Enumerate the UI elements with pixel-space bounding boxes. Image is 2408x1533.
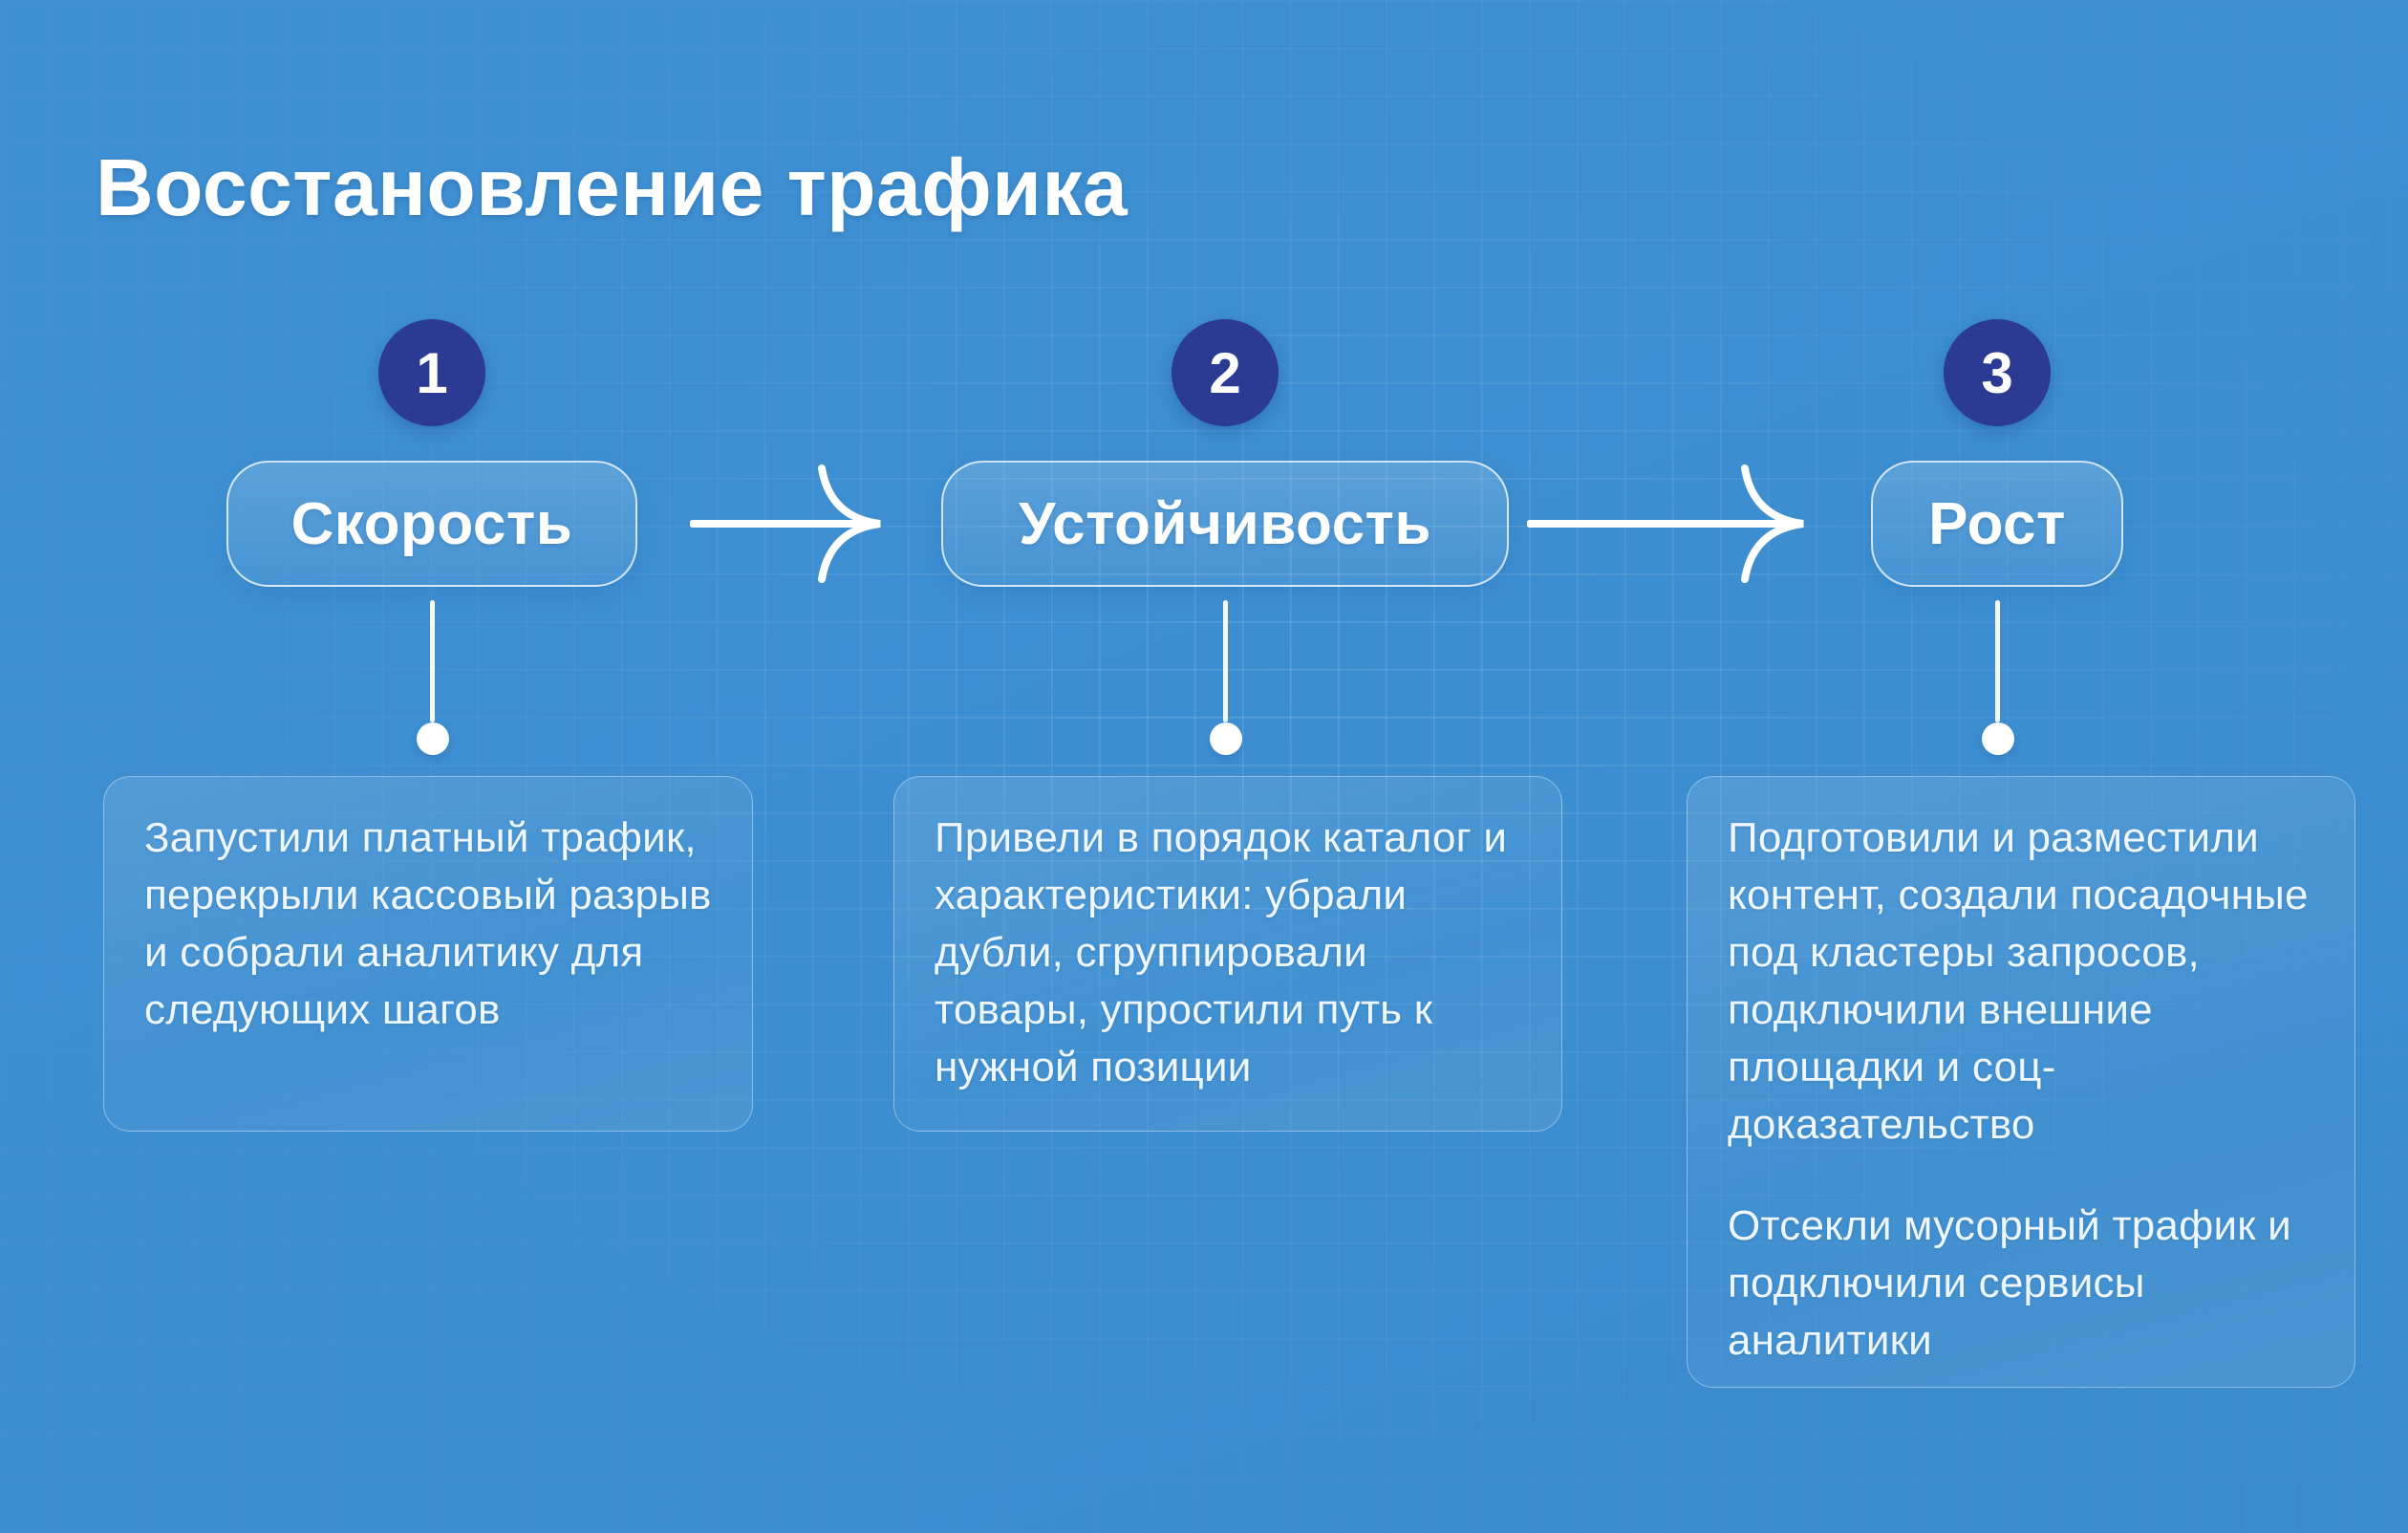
description-card-speed: Запустили платный трафик, перекрыли касс…	[103, 776, 753, 1132]
page-title: Восстановление трафика	[96, 142, 1129, 232]
step-2-number: 2	[1209, 340, 1241, 405]
step-1-number: 1	[416, 340, 448, 405]
connector-line	[430, 600, 435, 723]
description-card-growth-text-1: Подготовили и разместили контент, создал…	[1728, 814, 2309, 1148]
connector-dot	[417, 723, 449, 755]
connector-line	[1995, 600, 2000, 723]
description-card-growth: Подготовили и разместили контент, создал…	[1687, 776, 2355, 1388]
connector-dot	[1210, 723, 1242, 755]
step-2-number-badge: 2	[1172, 319, 1279, 426]
step-1-number-badge: 1	[378, 319, 485, 426]
stage-pill-growth-label: Рост	[1928, 490, 2066, 557]
stage-pill-growth: Рост	[1871, 461, 2123, 587]
connector-line	[1223, 600, 1228, 723]
stage-pill-stability: Устойчивость	[941, 461, 1509, 587]
description-card-stability: Привели в порядок каталог и характеристи…	[893, 776, 1562, 1132]
flow-arrow-icon	[690, 464, 881, 583]
step-3-number: 3	[1981, 340, 2013, 405]
stage-pill-speed: Скорость	[226, 461, 637, 587]
description-card-growth-text-2: Отсекли мусорный трафик и подключили сер…	[1728, 1202, 2291, 1364]
step-3-number-badge: 3	[1944, 319, 2051, 426]
description-card-stability-text: Привели в порядок каталог и характеристи…	[935, 814, 1508, 1090]
description-card-speed-text: Запустили платный трафик, перекрыли касс…	[144, 814, 712, 1033]
flow-arrow-icon	[1527, 464, 1804, 583]
connector-dot	[1982, 723, 2014, 755]
stage-pill-stability-label: Устойчивость	[1018, 490, 1432, 557]
stage-pill-speed-label: Скорость	[290, 490, 573, 557]
